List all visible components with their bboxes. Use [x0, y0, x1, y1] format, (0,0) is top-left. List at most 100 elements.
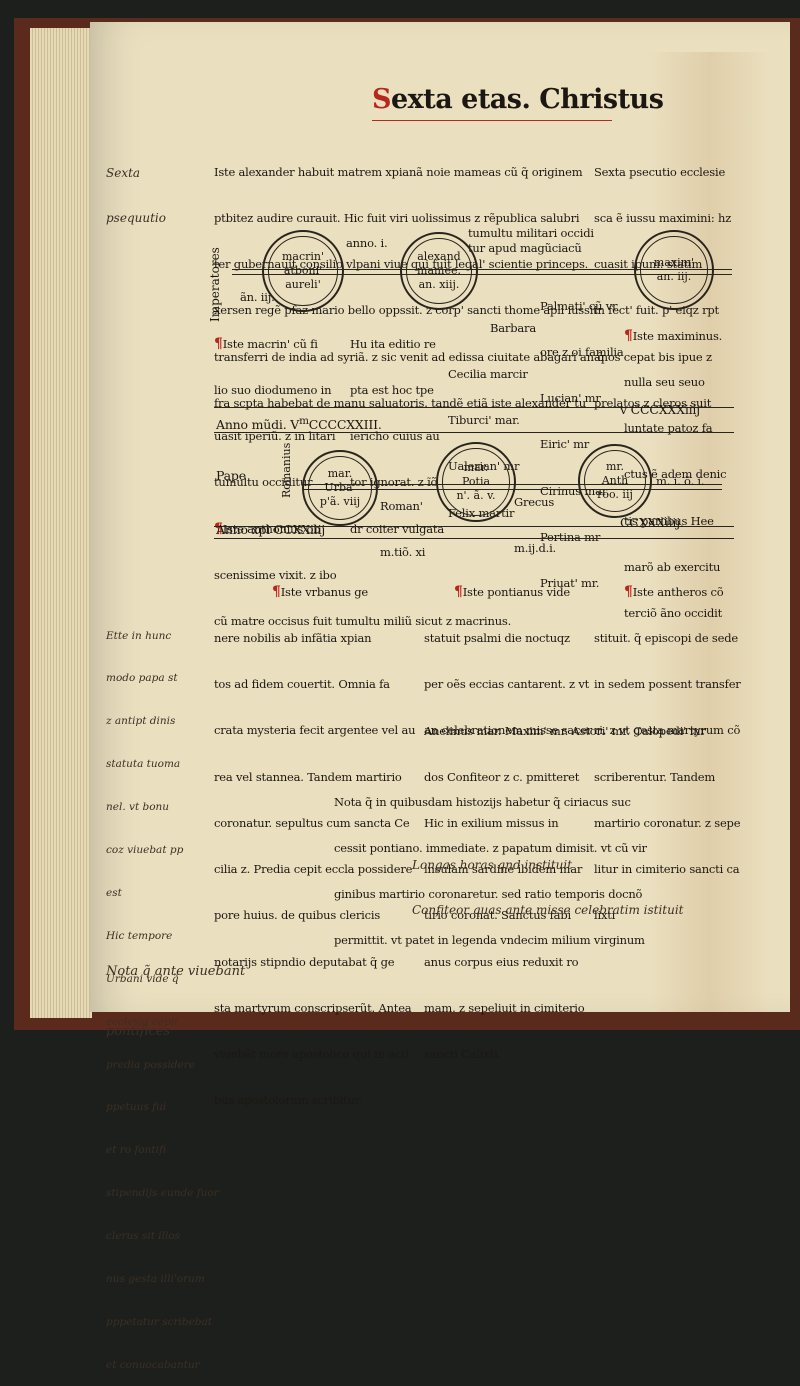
entry-line: pta est hoc tpe [350, 383, 434, 398]
hand-line: ppetuus fui [106, 1101, 167, 1114]
hand-line: pppetatur scribebat [106, 1315, 212, 1328]
hand-line: nus gesta illi'orum [106, 1272, 205, 1285]
reign-years: ãn. iij. [240, 290, 275, 304]
entry-line: martirio coronatur. z sepe [594, 815, 741, 830]
circle-text: an. iij. [656, 269, 692, 283]
martyr-name: Eiric' mr [540, 437, 590, 452]
entry-line: dos Confiteor z c. pmitteret [424, 769, 580, 784]
pope-circle-pontianus: mar. Potia n'. ã. v. [436, 442, 516, 522]
hand-line: Ette in hunc [106, 629, 172, 642]
note-line: anos cepat bis ipue z [594, 349, 712, 364]
entry-line: scenissime vixit. z ibo [214, 567, 337, 582]
pope-line: Grecus [514, 494, 555, 509]
entry-line: lio suo diodumeno in [214, 383, 332, 398]
pope-circle-antheros: mr. Anth roo. iij [578, 444, 652, 518]
entry-line: Iste macrin' cũ fi [222, 336, 318, 351]
entry-line: nere nobilis ab infãtia xpian [214, 631, 372, 646]
entry-line: in sedem possent transfer [594, 677, 741, 692]
entry-line: ri. z vt gesta martyrum cõ [594, 723, 741, 738]
entry-line: cũ matre occisus fuit tumultu miliũ sicu… [214, 614, 512, 629]
entry-line: Iste pontianus vide [462, 584, 571, 599]
circle-text: mar. [463, 460, 489, 474]
hand-line: clerus sit illos [106, 1230, 181, 1243]
entry-line: Iste antheros cõ [632, 584, 724, 599]
martyrs-list-b: Palmati' cũ vr ore z oi familia Lucian' … [540, 268, 624, 622]
entry-line: nulla seu seuo [624, 375, 705, 390]
anno-mundi-value: CCCCXXIII. [308, 417, 382, 433]
page-title: Sexta etas. Christus [372, 84, 664, 115]
pope-circle-urbanus: mar. Urba' p'ã. viij [302, 450, 378, 526]
hand-line: Hic tempore [106, 929, 173, 942]
note-line: in fect' fuit. p' eiqz rpt [594, 303, 719, 318]
emperor-circle-maximinus: maxim' an. iij. [634, 230, 714, 310]
entry-line: tirio coronat. Sanctus fabi [424, 908, 571, 923]
handwritten-note-bottom-left: Nota q̃ ante viuebant pontifices [106, 922, 245, 1062]
entry-line: Hic in exilium missus in [424, 815, 559, 830]
circle-text: Anth [601, 474, 629, 487]
reign-years: anno. i. [346, 236, 388, 250]
note-line: prelatos z cleros suit [594, 395, 712, 410]
entry-line: bus apostolorum scribitur. [214, 1093, 363, 1108]
entry-line: litur in cimiterio sancti ca [594, 862, 740, 877]
circle-text: maxim' [653, 255, 695, 269]
entry-line: an celebrationem misse sacer [424, 723, 593, 738]
pape-label: Pape [216, 468, 246, 483]
anno-christi-right: CCXXXiiij. [620, 515, 684, 530]
circle-text: macrin' [281, 249, 325, 263]
hand-line: et conuocabantur [106, 1358, 200, 1371]
handwritten-note-bottom: Longas horas qnd instituit Confiteor qua… [412, 828, 684, 948]
hand-line: Longas horas qnd instituit [412, 858, 573, 872]
entry-line: Iste vrbanus ge [280, 584, 368, 599]
hand-line: Confiteor quas ante misse celebratim ist… [412, 903, 684, 917]
intro-tail: tumultu militari occidi [468, 226, 594, 240]
antheros-entry: ¶Iste antheros cõ stituit. q̃ episcopi d… [594, 583, 741, 923]
hand-line: z antipt dinis [106, 715, 176, 728]
entry-line: Iste maximinus. [632, 328, 723, 343]
martyr-name: Palmati' cũ vr [540, 298, 618, 313]
entry-line: dr coiter vulgata [350, 521, 445, 536]
hand-line: Urbani vide q̃ [106, 972, 179, 985]
pope-line: m.ij.d.i. [514, 541, 557, 556]
nota-paragraph: Nota q̃ in quibusdam histozijs habetur q… [334, 764, 647, 980]
circle-text: roo. iij [597, 488, 633, 501]
intro-line: transferri de india ad syriã. z sic veni… [214, 349, 605, 364]
pope-tail: m. i. õ. i. [656, 474, 705, 488]
martyr-name: Tiburci' mar. [448, 413, 520, 428]
circle-text: n'. ã. v. [456, 488, 496, 502]
hand-line: modo papa st [106, 672, 178, 685]
hand-line: coz viuebat pp [106, 844, 184, 857]
lineage-rule [232, 274, 732, 276]
anno-christi: Anno xpi CCXXiiij [216, 522, 326, 537]
circle-text: an. xiij. [418, 278, 460, 291]
manuscript-page: Sexta etas. Christus Iste alexander habu… [90, 22, 790, 1107]
entry-line: crata mysteria fecit argentee vel au [214, 723, 416, 738]
entry-line: terciõ ãno occidit [624, 606, 723, 621]
handwritten-note-top-left: Sexta psequutio [106, 136, 166, 241]
circle-text: atboni' [283, 263, 323, 277]
entry-line: tumultu occiditur [214, 475, 313, 490]
martyr-name: Pertina mr [540, 529, 601, 544]
water-stain [650, 52, 770, 1012]
nota-line: ginibus martirio coronaretur. sed ratio … [334, 887, 643, 902]
entry-line: Hu ita editio re [350, 336, 436, 351]
entry-line: sta martyrum conscripserũt. Antea [214, 1000, 412, 1015]
entry-line: insulam sardine ibidem mar [424, 862, 583, 877]
circle-text: Potia [461, 474, 491, 488]
entry-line: marõ ab exercitu [624, 559, 721, 574]
entry-line: sancti Calixti. [424, 1047, 502, 1061]
entry-line: tis pariibus Hee [624, 513, 714, 528]
pope-line: m.tiõ. xi [380, 545, 426, 560]
intro-line: Iste alexander habuit matrem xpianã noie… [214, 164, 583, 179]
hand-line: nel. vt bonu [106, 801, 170, 814]
hand-line: stipendijs eunde fuor [106, 1187, 219, 1200]
pope-grecus: Grecus m.ij.d.i. [514, 464, 556, 587]
martyr-name: Priuat' mr. [540, 576, 600, 591]
entry-line: Iste anthonius ob [222, 521, 321, 536]
intro-tail: tur apud magũciacũ [468, 241, 582, 255]
emperor-circle-alexander: alexand mamee. an. xiij. [400, 232, 478, 310]
title-initial: S [372, 84, 392, 115]
title-text: exta etas. Christus [391, 84, 664, 115]
entry-line: scriberentur. Tandem [594, 769, 716, 784]
emperor-circle-macrinus: macrin' atboni' aureli' [262, 230, 344, 312]
martyr-name: Cecilia marcir [448, 367, 528, 382]
